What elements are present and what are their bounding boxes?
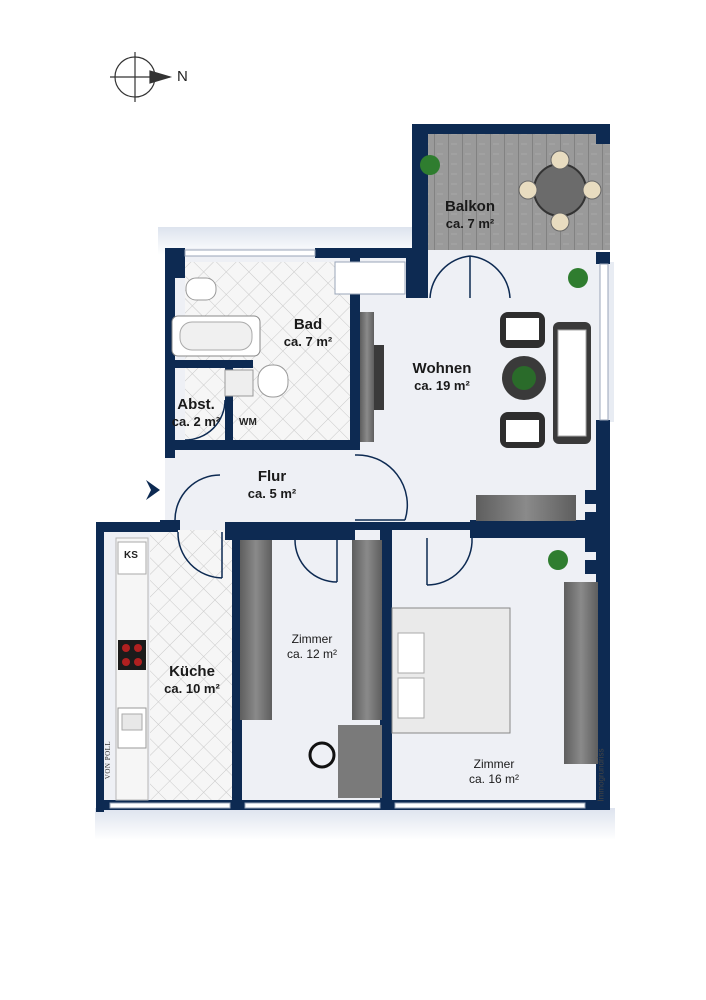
room-area: ca. 12 m² [286, 647, 338, 661]
room-zimmer-16: Zimmer ca. 16 m² [469, 757, 519, 787]
room-name: Flur [257, 468, 287, 485]
kitchen-counter [115, 537, 149, 801]
furniture [240, 150, 602, 798]
room-area: ca. 7 m² [445, 216, 495, 231]
entrance-arrow [146, 480, 160, 500]
room-zimmer-12: Zimmer ca. 12 m² [287, 632, 337, 662]
room-name: Bad [293, 316, 323, 333]
walls [96, 124, 610, 812]
room-wohnen: Wohnen ca. 19 m² [413, 360, 472, 394]
watermark-text: Immogrundriss [596, 748, 606, 802]
fridge-label: KS [124, 550, 138, 561]
watermark: Immogrundriss [586, 740, 616, 810]
compass-label: N [177, 68, 188, 85]
room-balkon: Balkon ca. 7 m² [445, 198, 495, 232]
room-name: Abst. [177, 396, 215, 413]
compass-icon [110, 52, 173, 102]
windows [109, 249, 609, 809]
room-flur: Flur ca. 5 m² [248, 468, 296, 502]
room-name: Wohnen [412, 360, 472, 377]
vent-symbols [585, 490, 599, 574]
room-abst: Abst. ca. 2 m² [172, 396, 220, 430]
logo-text: VON POLL [104, 740, 112, 780]
room-bad: Bad ca. 7 m² [284, 316, 332, 350]
room-area: ca. 2 m² [171, 414, 221, 429]
washing-machine-label: WM [239, 417, 257, 428]
bath-fixtures [171, 277, 289, 398]
room-name: Zimmer [473, 757, 515, 771]
logo: VON POLL [97, 720, 119, 800]
room-area: ca. 7 m² [283, 334, 333, 349]
outer-frames [95, 227, 615, 840]
room-kueche: Küche ca. 10 m² [164, 663, 220, 697]
room-name: Balkon [444, 198, 496, 215]
room-name: Küche [169, 663, 215, 680]
room-area: ca. 19 m² [414, 378, 470, 393]
doors [174, 255, 511, 586]
room-name: Zimmer [291, 632, 333, 646]
room-area: ca. 10 m² [164, 681, 220, 696]
room-area: ca. 16 m² [468, 772, 520, 786]
room-area: ca. 5 m² [247, 486, 297, 501]
plant-icons [420, 155, 588, 570]
